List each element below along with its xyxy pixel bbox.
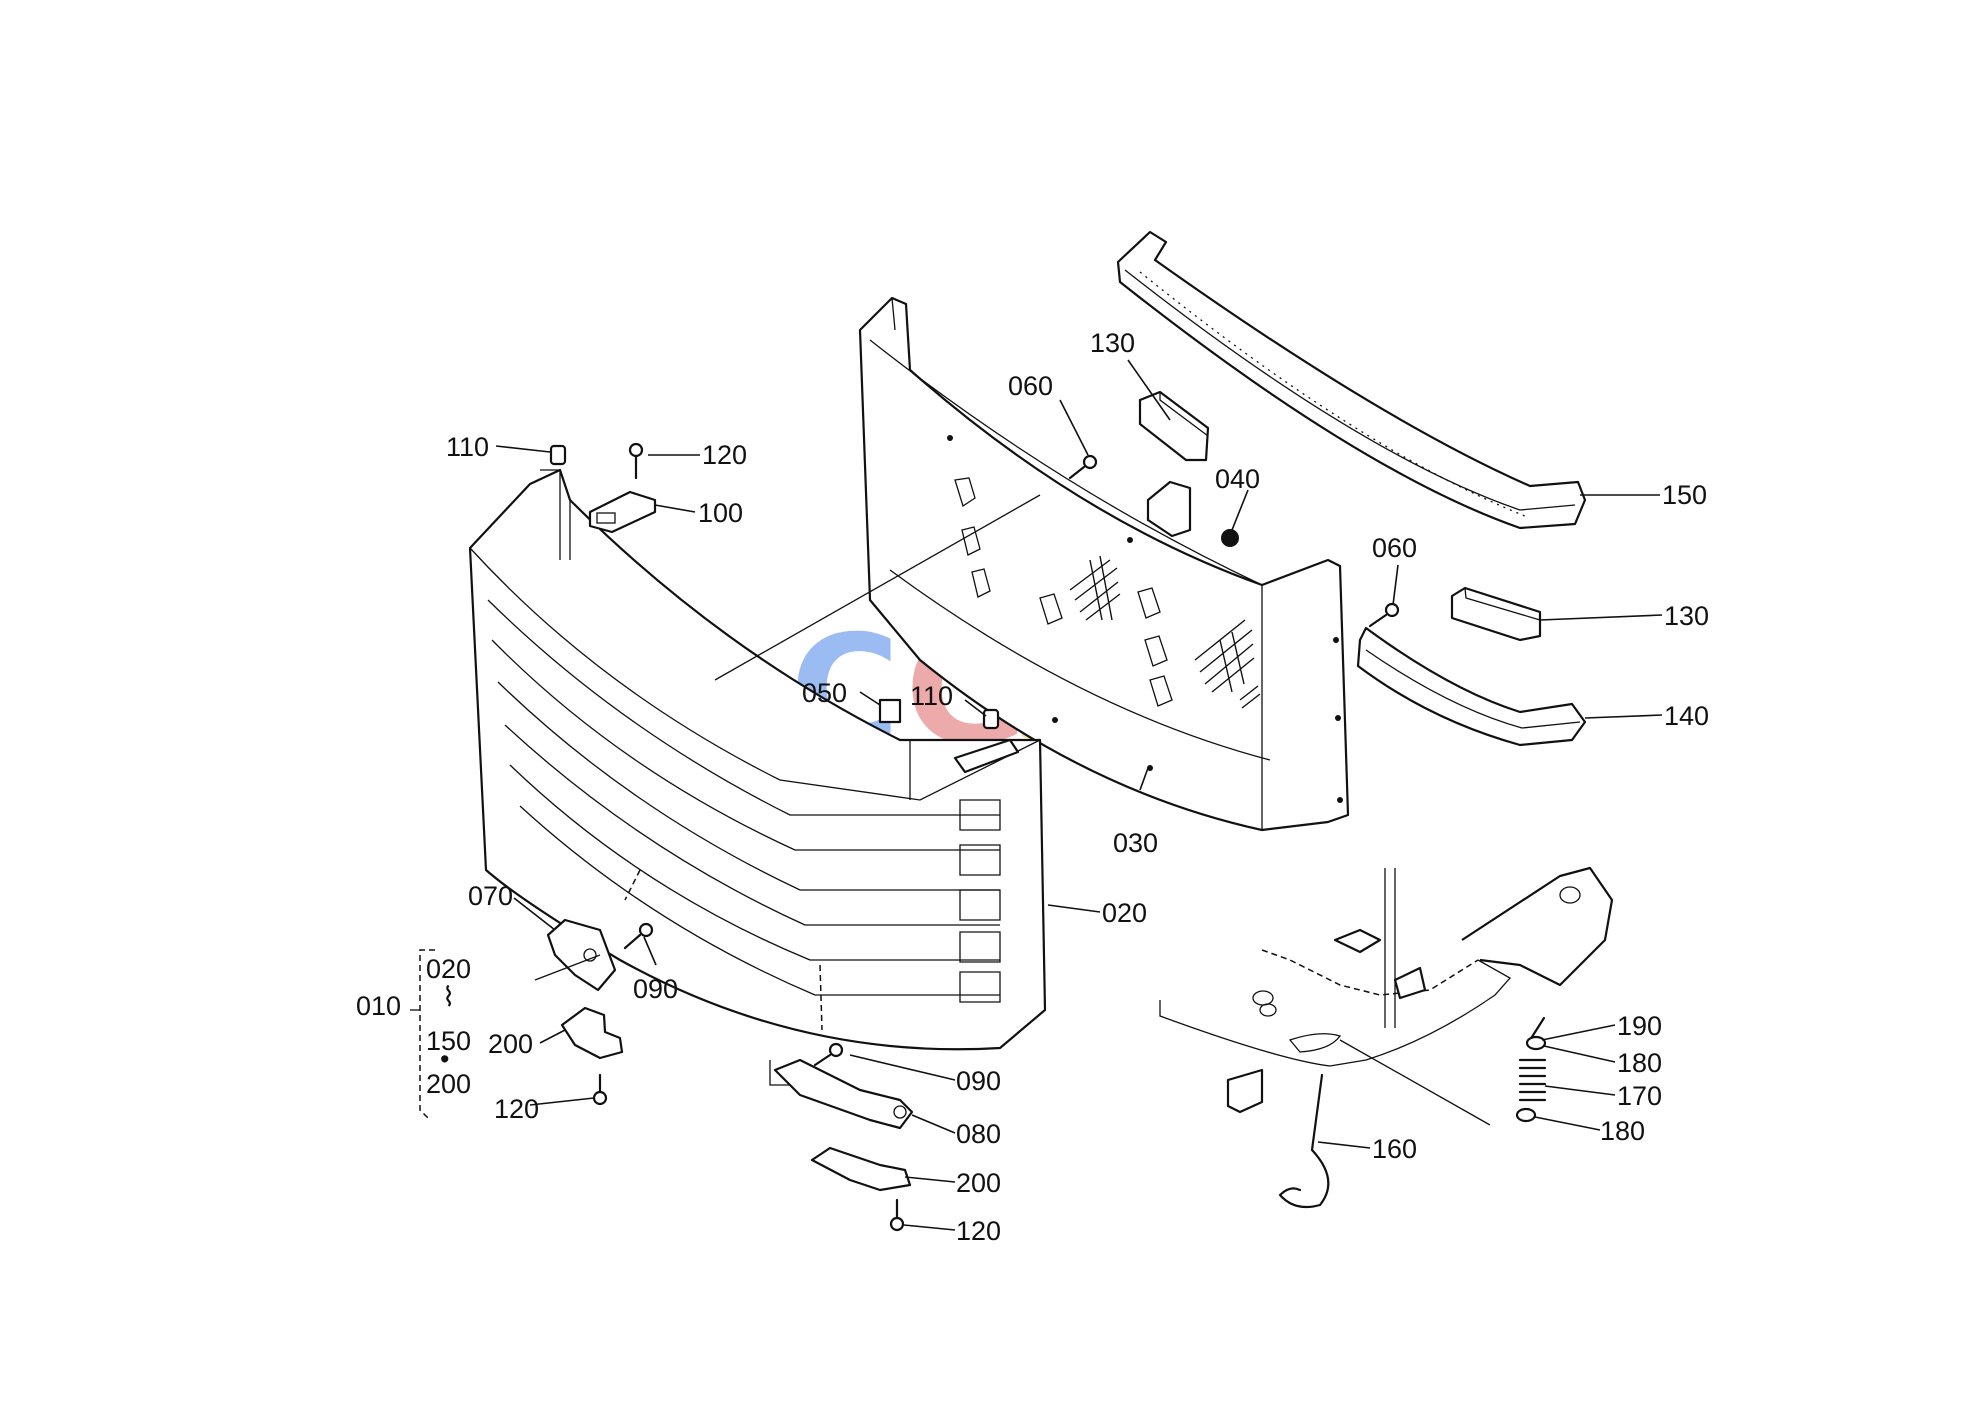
label-010: 010 (356, 991, 401, 1021)
part-130-pad-upper (1138, 390, 1210, 462)
part-090-screw-left (623, 922, 654, 950)
part-tab-mid (953, 738, 1020, 774)
label-070: 070 (468, 881, 513, 911)
label-190: 190 (1617, 1011, 1662, 1041)
label-020-group: 020 (426, 954, 471, 984)
label-080: 080 (956, 1119, 1001, 1149)
part-050-nut (878, 698, 902, 724)
label-range-dot: • (440, 1044, 449, 1074)
leader-lines (495, 359, 1663, 1231)
label-030: 030 (1113, 828, 1158, 858)
part-110-cap-mid (982, 708, 1000, 730)
part-200-bracket-left (560, 1006, 624, 1060)
label-120-bottom: 120 (956, 1216, 1001, 1246)
part-140-lower-bar (1356, 626, 1587, 747)
label-200-group: 200 (426, 1069, 471, 1099)
part-labels: 110 120 100 060 130 040 150 060 130 140 … (356, 328, 1709, 1246)
part-120-screw-left (592, 1073, 608, 1106)
label-150-group: 150 (426, 1026, 471, 1056)
part-180-washer-lower (1515, 1107, 1537, 1123)
label-170: 170 (1617, 1081, 1662, 1111)
part-120-screw-top (628, 442, 644, 480)
part-120-screw-bottom (889, 1198, 905, 1232)
label-050: 050 (802, 678, 847, 708)
assembly-010-bracket (410, 949, 435, 1121)
label-range-tilde: ⌇ (442, 982, 455, 1012)
part-180-washer-upper (1525, 1035, 1547, 1051)
part-frame-base (1159, 866, 1614, 1126)
label-040: 040 (1215, 464, 1260, 494)
label-100: 100 (698, 498, 743, 528)
part-060-screw-left (1068, 454, 1098, 480)
label-090-left: 090 (633, 974, 678, 1004)
part-130-pad-lower (1450, 586, 1542, 642)
label-130-upper: 130 (1090, 328, 1135, 358)
label-060-left: 060 (1008, 371, 1053, 401)
part-080-hinge (769, 1058, 914, 1130)
part-170-spring (1518, 1058, 1547, 1102)
part-100-clip (588, 490, 657, 534)
label-160: 160 (1372, 1134, 1417, 1164)
label-060-right: 060 (1372, 533, 1417, 563)
label-180-upper: 180 (1617, 1048, 1662, 1078)
label-110-top: 110 (446, 432, 489, 462)
label-200-bottom: 200 (956, 1168, 1001, 1198)
label-150: 150 (1662, 480, 1707, 510)
label-200-left: 200 (488, 1029, 533, 1059)
label-180-lower: 180 (1600, 1116, 1645, 1146)
part-090-screw-bottom (813, 1042, 844, 1067)
part-030-back-panel (858, 296, 1350, 832)
part-060-screw-right (1368, 602, 1400, 628)
part-110-cap-top (549, 444, 567, 466)
part-200-bracket-bottom (810, 1146, 912, 1192)
part-160-hook (1278, 1073, 1330, 1209)
label-020: 020 (1102, 898, 1147, 928)
label-130-lower: 130 (1664, 601, 1709, 631)
part-bracket-040 (1146, 480, 1239, 547)
label-140: 140 (1664, 701, 1709, 731)
label-120-left: 120 (494, 1094, 539, 1124)
label-110-mid: 110 (910, 681, 953, 711)
part-070-bracket (534, 918, 617, 992)
part-150-upper-bar (1116, 230, 1587, 530)
label-090-bottom: 090 (956, 1066, 1001, 1096)
label-120-top: 120 (702, 440, 747, 470)
